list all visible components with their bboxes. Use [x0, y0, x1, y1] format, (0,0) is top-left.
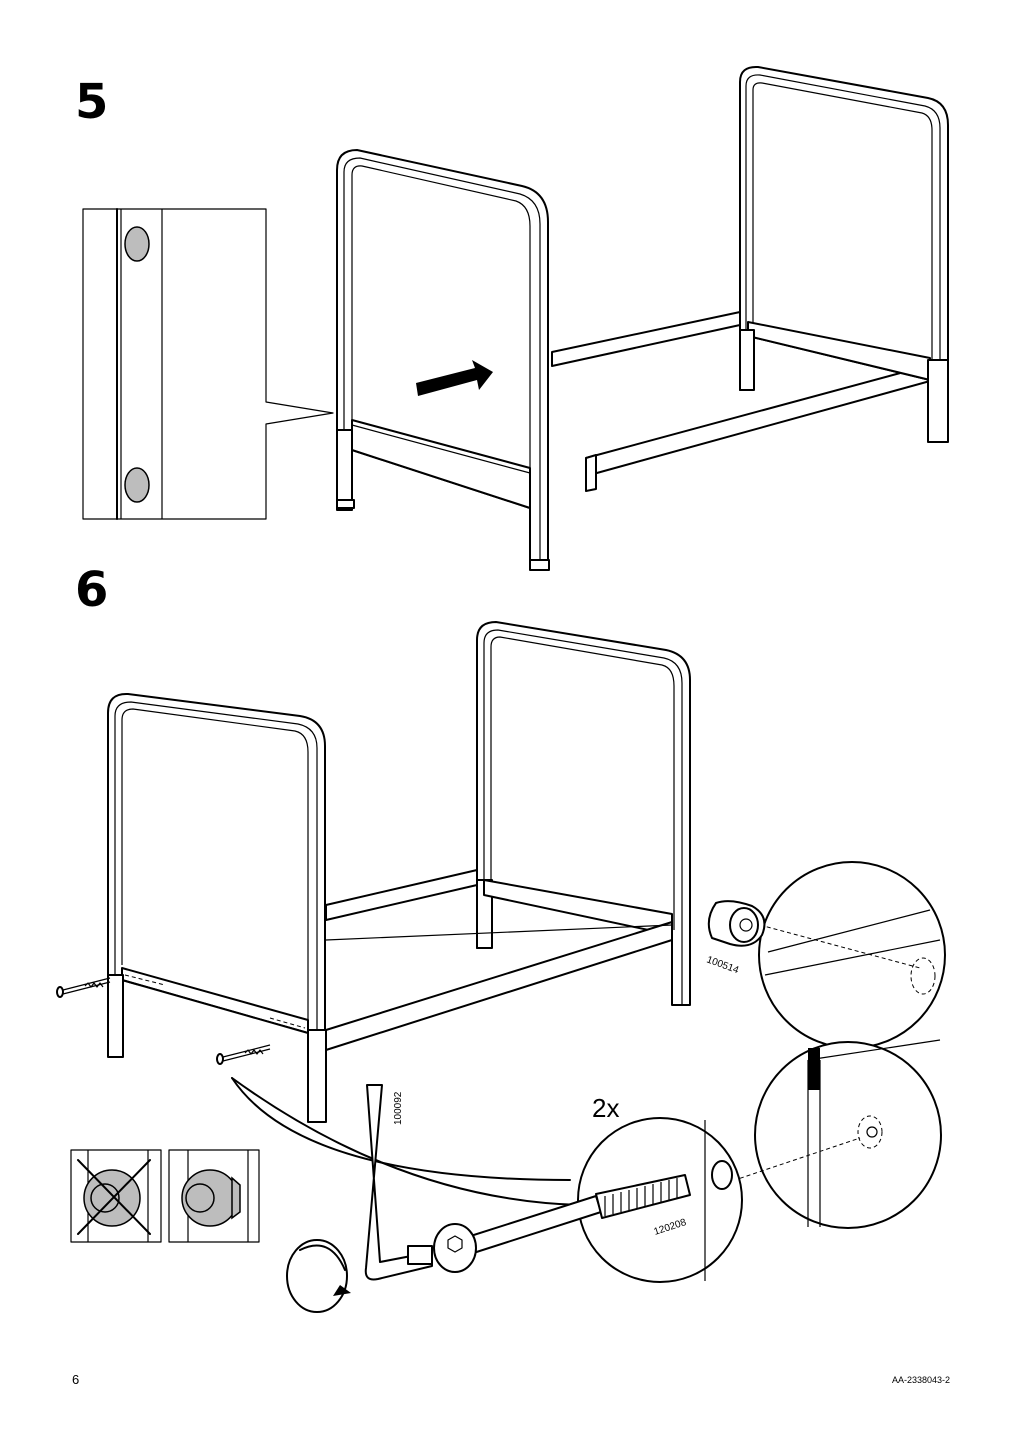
bolt-hole-detail: [719, 1039, 942, 1229]
part-label-100092: 100092: [393, 1091, 404, 1125]
incorrect-example-icon: [70, 1149, 162, 1243]
step-number-6: 6: [75, 562, 109, 618]
bolt-detail: 120208 2x: [433, 1093, 743, 1283]
step6-side-rails: [325, 869, 673, 1051]
step5-back-end-panel: [739, 65, 949, 443]
page-number: 6: [72, 1372, 80, 1387]
part-label-100514: 100514: [705, 954, 741, 976]
push-arrow: [416, 360, 493, 396]
step6-front-end-panel: [107, 692, 327, 1123]
pre-drilled-hole-bottom: [124, 467, 150, 503]
step5-front-end-panel: [336, 149, 550, 571]
quantity-label: 2x: [592, 1093, 619, 1123]
detail-inset-panel: [82, 208, 334, 520]
allen-key: 100092: [364, 1084, 433, 1281]
pre-drilled-hole-top: [124, 226, 150, 262]
step-number-5: 5: [75, 74, 109, 130]
correct-example-icon: [168, 1149, 260, 1243]
rotation-indicator: [286, 1239, 351, 1313]
step6-back-end-panel: [476, 621, 691, 1006]
bolt-right: [216, 1044, 271, 1065]
document-code: AA-2338043-2: [891, 1375, 950, 1385]
bolt-left: [56, 977, 111, 998]
cam-nut-detail: 100514: [705, 861, 946, 1049]
